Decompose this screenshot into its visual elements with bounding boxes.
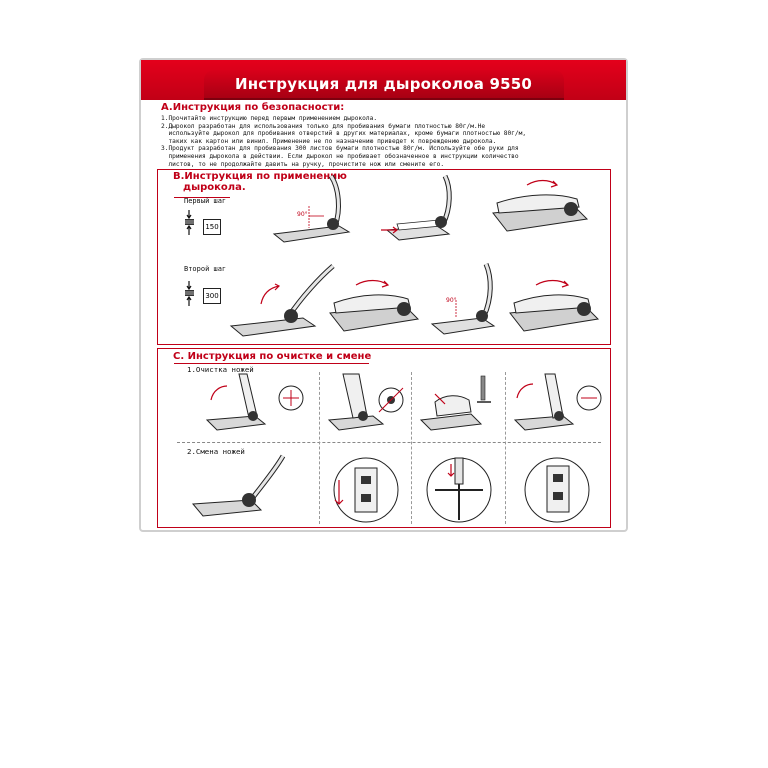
section-a-title: A.Инструкция по безопасности: (161, 102, 345, 113)
angle-label: 90° (446, 297, 457, 304)
safety-line: таких как картон или винил. Применение н… (161, 137, 497, 145)
instruction-sheet: Инструкция для дыроколоа 9550 A.Инструкц… (139, 58, 628, 532)
safety-line: используйте дырокол для пробивания отвер… (161, 130, 527, 138)
punch-open-illustration: 90° (430, 263, 496, 335)
row-divider (177, 442, 601, 443)
section-b-title-line1: B.Инструкция по применению (173, 171, 347, 182)
column-divider (411, 372, 412, 524)
cleaning-step-illustration (327, 373, 404, 431)
cleaning-step-illustration (419, 375, 491, 431)
angle-label: 90° (297, 211, 308, 218)
replace-step-illustration (333, 457, 399, 523)
punch-insert-paper-illustration (381, 174, 452, 241)
punch-open-illustration: 90° (272, 174, 351, 243)
column-divider (505, 372, 506, 524)
section-b-underline (174, 197, 230, 199)
punch-press-illustration (492, 179, 589, 232)
section-b-title-line2: дырокола. (183, 182, 246, 193)
section-c-title: C. Инструкция по очистке и смене (173, 351, 372, 362)
punch-press-illustration (329, 279, 420, 332)
safety-line: 1.Прочитайте инструкцию перед первым при… (161, 115, 378, 122)
step2-label: Второй шаг (184, 265, 227, 273)
step1-label: Первый шаг (184, 197, 227, 205)
section-c-underline (174, 363, 369, 365)
cleaning-step-illustration (513, 373, 602, 431)
safety-line: листов, то не продолжайте давить на ручк… (161, 160, 445, 168)
step1-sheet-count: 150 (203, 219, 221, 235)
section-b-panel (157, 169, 611, 345)
punch-press-illustration (509, 279, 600, 332)
cleaning-subtitle: 1.Очистка ножей (187, 365, 254, 374)
replace-subtitle: 2.Смена ножей (187, 447, 245, 456)
safety-line: применения дырокола в действии. Если дыр… (161, 152, 519, 160)
section-b-title: B.Инструкция по применению дырокола. (173, 171, 347, 193)
replace-step-illustration (426, 457, 492, 523)
paper-stack-icon (185, 281, 194, 306)
paper-stack-icon (185, 210, 194, 235)
safety-instructions: 1.Прочитайте инструкцию перед первым при… (161, 115, 613, 168)
safety-line: 2.Дырокол разработан для использования т… (161, 122, 486, 130)
column-divider (319, 372, 320, 524)
document-title: Инструкция для дыроколоа 9550 (203, 70, 564, 98)
section-c-panel (157, 348, 611, 528)
punch-open-illustration (229, 264, 335, 337)
step2-sheet-count: 300 (203, 288, 221, 304)
replace-step-illustration (191, 454, 286, 517)
cleaning-step-illustration (205, 373, 304, 431)
replace-step-illustration (524, 457, 590, 523)
safety-line: 3.Продукт разработан для пробивания 300 … (161, 145, 519, 153)
